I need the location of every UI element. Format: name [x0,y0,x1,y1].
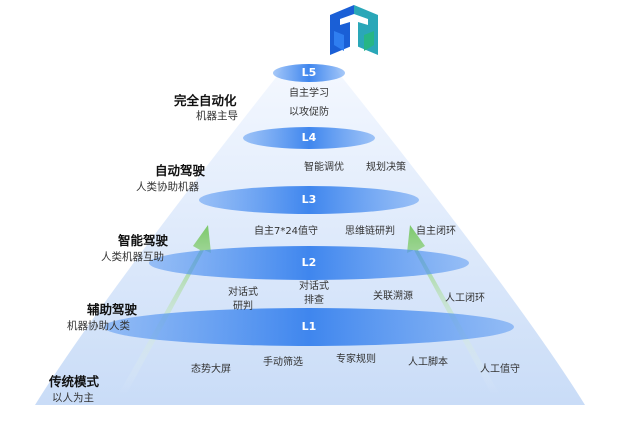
right-growth-arrow [407,225,500,395]
tier-band-l2 [149,246,469,280]
level-5-subtitle: 机器主导 [196,110,238,122]
tier-l1-item: 手动筛选 [263,357,303,368]
tier-l1-item: 人工值守 [480,364,520,375]
level-2-title: 辅助驾驶 [87,302,138,317]
tier-band-l4 [243,127,375,149]
tier-l2-item: 对话式 研判 [228,287,258,312]
level-4-subtitle: 人类协助机器 [136,181,199,193]
tier-l2-item: 人工闭环 [445,293,485,304]
tier-label-l4: L4 [301,131,317,144]
tier-l5-item: 自主学习 [289,88,329,99]
tier-l1-item: 人工脚本 [408,357,448,368]
tier-label-l3: L3 [301,193,317,206]
level-1-subtitle: 以人为主 [52,392,94,404]
brand-logo-icon [330,5,378,55]
tier-l1-item: 态势大屏 [191,364,231,375]
level-3-title: 智能驾驶 [118,233,169,248]
level-2-subtitle: 机器协助人类 [67,320,130,332]
tier-l2-item: 对话式 排查 [299,281,329,306]
tier-l3-item: 自主7*24值守 [253,226,319,237]
tier-band-l1 [104,308,514,346]
left-growth-arrow [118,225,211,395]
level-4-title: 自动驾驶 [155,163,206,178]
level-1-title: 传统模式 [49,374,100,389]
tier-label-l1: L1 [301,320,317,333]
level-5-title: 完全自动化 [174,93,237,108]
tier-label-l2: L2 [301,256,317,269]
tier-l5-item: 以攻促防 [289,107,329,118]
tier-band-l5 [273,64,345,82]
tier-label-l5: L5 [301,66,317,79]
tier-l3-item: 思维链研判 [345,226,395,237]
tier-l4-item: 智能调优 [304,162,344,173]
tier-l2-item: 关联溯源 [373,291,413,302]
tier-l1-item: 专家规则 [336,354,376,365]
tier-band-l3 [199,186,419,214]
tier-l4-item: 规划决策 [366,162,406,173]
level-3-subtitle: 人类机器互助 [101,251,164,263]
tier-l3-item: 自主闭环 [416,226,456,237]
